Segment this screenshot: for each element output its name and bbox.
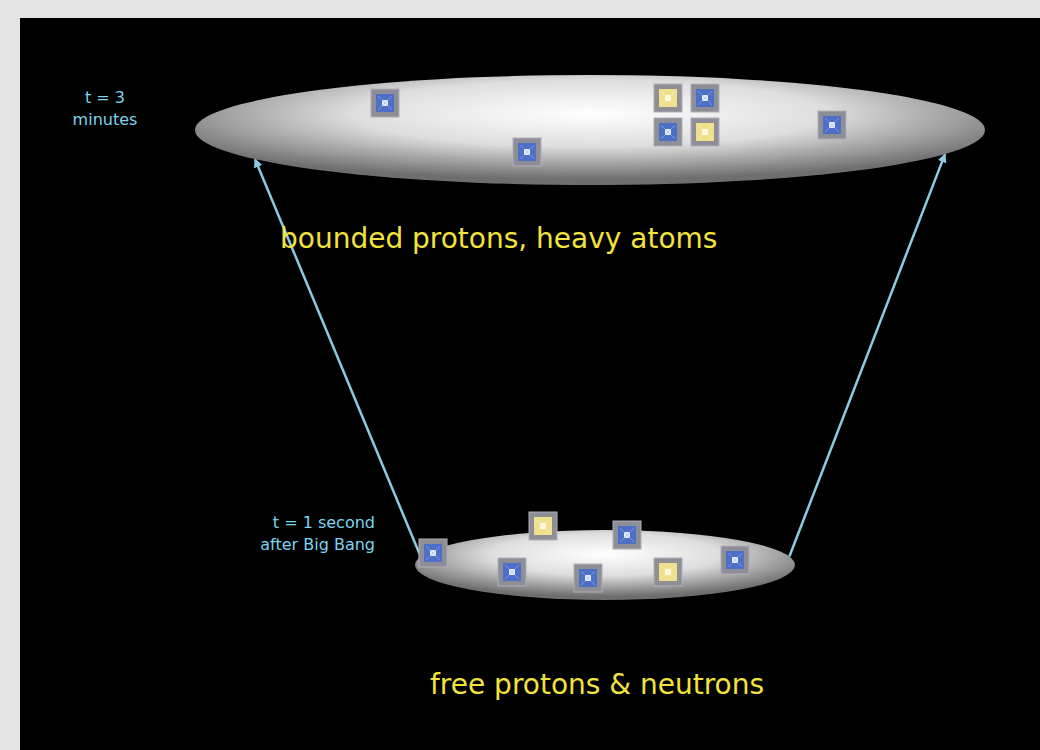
proton-square (498, 558, 526, 586)
arrow-line (255, 159, 421, 556)
universe-ellipse: t = 3 minutesbounded protons, heavy atom… (195, 75, 985, 185)
proton-square (513, 138, 541, 166)
stage-caption: bounded protons, heavy atoms (280, 222, 717, 256)
proton-square (654, 118, 682, 146)
neutron-square (691, 118, 719, 146)
ellipse-shape (415, 530, 795, 600)
proton-square (574, 564, 602, 592)
ellipse-outline (195, 75, 985, 185)
time-label: t = 1 second after Big Bang (243, 512, 375, 557)
proton-square (721, 546, 749, 574)
proton-square (371, 89, 399, 117)
time-label: t = 3 minutes (60, 87, 150, 132)
proton-square (613, 521, 641, 549)
neutron-square (654, 558, 682, 586)
proton-square (691, 84, 719, 112)
proton-square (419, 539, 447, 567)
ellipse-shape (195, 75, 985, 185)
neutron-square (529, 512, 557, 540)
stage-caption: free protons & neutrons (430, 668, 764, 702)
arrow-line (789, 154, 945, 556)
universe-ellipse: t = 1 second after Big Bangfree protons … (415, 530, 795, 600)
neutron-square (654, 84, 682, 112)
proton-square (818, 111, 846, 139)
ellipse-outline (415, 530, 795, 600)
